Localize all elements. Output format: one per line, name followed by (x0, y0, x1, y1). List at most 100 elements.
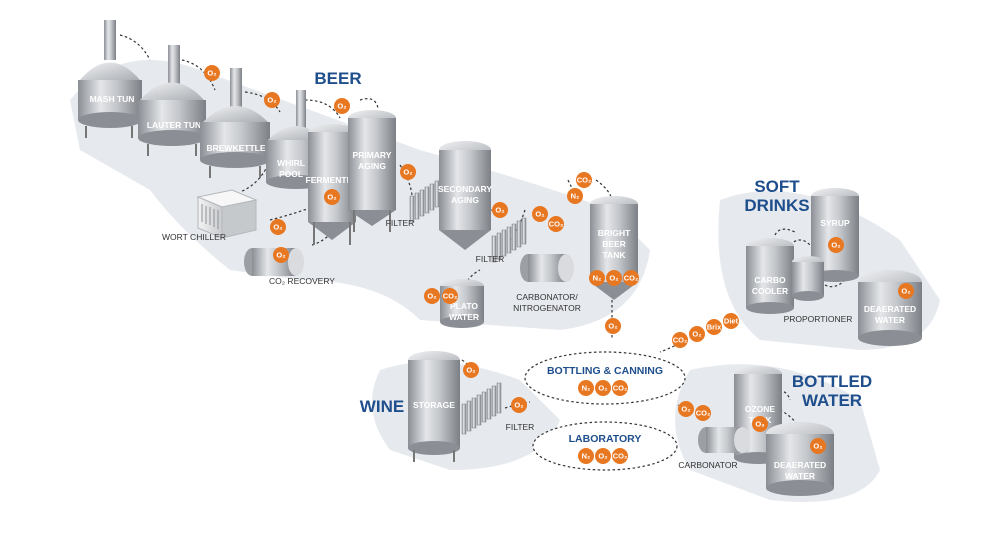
plato-water-label-2: WATER (449, 312, 479, 322)
gas-badge: N₂ (567, 188, 583, 204)
svg-text:CO₂: CO₂ (624, 274, 639, 283)
gas-badge: CO₂ (672, 332, 688, 348)
svg-text:CO₂: CO₂ (696, 409, 711, 418)
gas-badge: O₂ (204, 65, 220, 81)
gas-badge: O₂ (828, 237, 844, 253)
svg-text:O₂: O₂ (514, 401, 523, 410)
carbonator-label-2: NITROGENATOR (513, 303, 581, 313)
proportioner: PROPORTIONER (784, 256, 852, 324)
svg-text:O₂: O₂ (495, 206, 504, 215)
svg-text:CO₂: CO₂ (577, 176, 592, 185)
mash-tun-label: MASH TUN (90, 94, 135, 104)
svg-text:O₂: O₂ (692, 330, 701, 339)
carbo-cooler-label-2: COOLER (752, 286, 788, 296)
section-wine: WINE (360, 397, 404, 416)
filter-2-label: FILTER (476, 254, 505, 264)
gas-badge: O₂ (424, 288, 440, 304)
whirlpool-label-1: WHIRL (277, 158, 305, 168)
svg-text:O₂: O₂ (327, 193, 336, 202)
gas-badge: O₂ (689, 326, 705, 342)
bright-beer-label-1: BRIGHT (598, 228, 631, 238)
gas-badge: O₂ (264, 92, 280, 108)
svg-text:Diet: Diet (724, 317, 739, 326)
section-beer: BEER (314, 69, 361, 88)
gas-badge: O₂ (463, 362, 479, 378)
svg-text:N₂: N₂ (582, 384, 591, 393)
carbo-cooler: CARBO COOLER (746, 238, 794, 314)
plato-water: PLATO WATER (440, 279, 484, 328)
svg-text:O₂: O₂ (535, 210, 544, 219)
carbo-cooler-label-1: CARBO (754, 275, 786, 285)
brewkettle: BREWKETTLE (200, 68, 270, 178)
co2-recovery-label: CO₂ RECOVERY (269, 276, 335, 286)
gas-badge: O₂ (492, 202, 508, 218)
svg-text:O₂: O₂ (403, 168, 412, 177)
gas-badges: O₂ O₂ O₂ O₂ O₂ O₂ O₂ O₂ O₂ CO₂ CO₂ N₂ O₂… (204, 65, 914, 464)
bright-beer-tank: BRIGHT BEER TANK (590, 196, 638, 300)
laboratory-label: LABORATORY (569, 433, 642, 445)
gas-badge: N₂ (578, 448, 594, 464)
svg-text:O₂: O₂ (267, 96, 276, 105)
secondary-aging: SECONDARY AGING (438, 141, 492, 250)
svg-text:CO₂: CO₂ (613, 452, 628, 461)
svg-text:O₂: O₂ (337, 102, 346, 111)
gas-badge: O₃ (752, 416, 768, 432)
gas-badge: O₂ (810, 438, 826, 454)
svg-text:O₂: O₂ (608, 322, 617, 331)
gas-badge: O₂ (532, 206, 548, 222)
co2-recovery: CO₂ RECOVERY (244, 248, 335, 286)
gas-badge: CO₂ (612, 448, 628, 464)
svg-text:O₂: O₂ (681, 405, 690, 414)
svg-text:CO₂: CO₂ (443, 292, 458, 301)
svg-text:O₂: O₂ (466, 366, 475, 375)
carbonator-water: CARBONATOR (678, 427, 750, 470)
gas-badge: O₂ (678, 401, 694, 417)
gas-badge: N₂ (589, 270, 605, 286)
primary-aging-label-2: AGING (358, 161, 386, 171)
svg-text:CO₂: CO₂ (613, 384, 628, 393)
gas-badge: CO₂ (576, 172, 592, 188)
section-soft-drinks-2: DRINKS (744, 196, 809, 215)
lauter-tun: LAUTER TUN (138, 45, 206, 156)
svg-text:N₂: N₂ (593, 274, 602, 283)
gas-badge: CO₂ (623, 270, 639, 286)
deaerated-bottled-label-1: DEAERATED (774, 460, 826, 470)
plato-water-label-1: PLATO (450, 301, 478, 311)
wort-chiller-label: WORT CHILLER (162, 232, 226, 242)
deaerated-soft-label-1: DEAERATED (864, 304, 916, 314)
filter-1-label: FILTER (386, 218, 415, 228)
svg-text:O₂: O₂ (598, 452, 607, 461)
gas-badge: CO₂ (695, 405, 711, 421)
svg-text:CO₂: CO₂ (673, 336, 688, 345)
filter-3-label: FILTER (506, 422, 535, 432)
storage-label: STORAGE (413, 400, 455, 410)
lauter-tun-label: LAUTER TUN (147, 120, 201, 130)
svg-text:O₃: O₃ (755, 420, 765, 429)
deaerated-water-bottled: DEAERATED WATER (766, 422, 834, 496)
svg-text:O₂: O₂ (831, 241, 840, 250)
svg-text:O₂: O₂ (598, 384, 607, 393)
svg-text:N₂: N₂ (582, 452, 591, 461)
filter-3: FILTER (461, 382, 535, 435)
gas-badge: O₂ (595, 448, 611, 464)
wort-chiller: WORT CHILLER (162, 189, 258, 242)
bright-beer-label-3: TANK (603, 250, 627, 260)
gas-badge: O₂ (334, 98, 350, 114)
svg-text:O₂: O₂ (609, 274, 618, 283)
svg-text:O₂: O₂ (813, 442, 822, 451)
gas-badge: O₂ (595, 380, 611, 396)
gas-badge: CO₂ (612, 380, 628, 396)
gas-badge: O₂ (400, 164, 416, 180)
gas-badge: Diet (723, 313, 739, 329)
ozone-tank-label-1: OZONE (745, 404, 776, 414)
deaerated-water-soft: DEAERATED WATER (858, 270, 922, 346)
wine-storage: STORAGE (408, 351, 460, 462)
fermenter-label: FERMENTER (306, 175, 359, 185)
gas-badge: O₂ (324, 189, 340, 205)
deaerated-bottled-label-2: WATER (785, 471, 815, 481)
filter-2: FILTER (476, 217, 527, 264)
gas-badge: N₂ (578, 380, 594, 396)
whirlpool-label-2: POOL (279, 169, 303, 179)
gas-badge: CO₂ (442, 288, 458, 304)
